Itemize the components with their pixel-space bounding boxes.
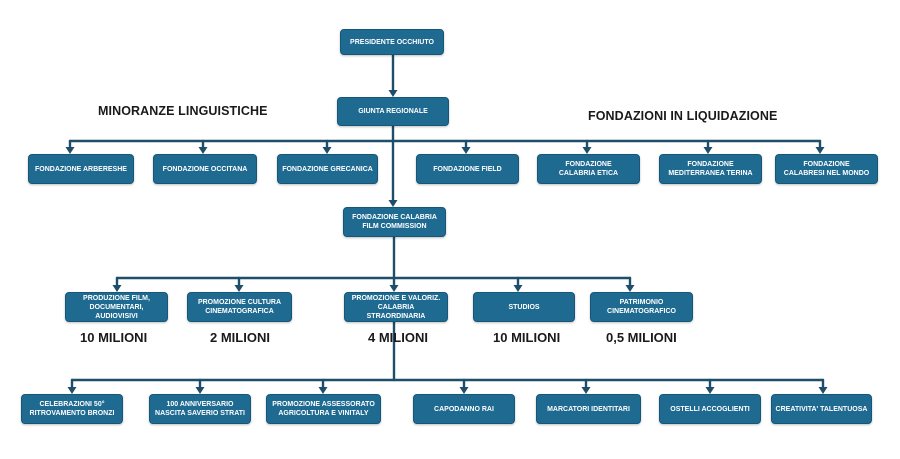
node-celebrazioni-bronzi[interactable]: CELEBRAZIONI 50° RITROVAMENTO BRONZI [21, 394, 123, 424]
amount-studios: 10 MILIONI [493, 330, 561, 345]
arrowhead-47 [818, 387, 828, 394]
amount-promozione-valoriz: 4 MILIONI [368, 330, 428, 345]
node-anniversario-strati[interactable]: 100 ANNIVERSARIO NASCITA SAVERIO STRATI [149, 394, 251, 424]
node-ostelli-accoglienti[interactable]: OSTELLI ACCOGLIENTI [659, 394, 761, 424]
node-fondazione-arbereshe[interactable]: FONDAZIONE ARBERESHE [28, 154, 134, 184]
arrowhead-39 [318, 387, 328, 394]
node-film-commission[interactable]: FONDAZIONE CALABRIA FILM COMMISSION [343, 207, 446, 237]
arrowhead-9 [322, 147, 332, 154]
node-capodanno-rai[interactable]: CAPODANNO RAI [413, 394, 515, 424]
node-fondazione-grecanica[interactable]: FONDAZIONE GRECANICA [277, 154, 378, 184]
arrowhead-31 [625, 285, 635, 292]
node-fondazione-occitana[interactable]: FONDAZIONE OCCITANA [153, 154, 257, 184]
amount-produzione-film: 10 MILIONI [80, 330, 148, 345]
arrowhead-13 [582, 147, 592, 154]
arrowhead-5 [65, 147, 75, 154]
node-creativita-talentuosa[interactable]: CREATIVITA' TALENTUOSA [771, 394, 872, 424]
node-produzione-film[interactable]: PRODUZIONE FILM, DOCUMENTARI, AUDIOVISIV… [65, 292, 168, 322]
node-fondazione-calabria-etica[interactable]: FONDAZIONE CALABRIA ETICA [537, 154, 640, 184]
node-presidente[interactable]: PRESIDENTE OCCHIUTO [340, 29, 444, 55]
arrowhead-41 [459, 387, 469, 394]
node-studios[interactable]: STUDIOS [473, 292, 575, 322]
arrowhead-29 [513, 285, 523, 292]
arrowhead-23 [112, 285, 122, 292]
node-promozione-valoriz[interactable]: PROMOZIONE E VALORIZ. CALABRIA STRAORDIN… [344, 292, 448, 322]
arrowhead-7 [198, 147, 208, 154]
arrowhead-35 [67, 387, 77, 394]
heading-fondazioni-in-liquidazione: FONDAZIONI IN LIQUIDAZIONE [588, 109, 778, 123]
node-promozione-cultura[interactable]: PROMOZIONE CULTURA CINEMATOGRAFICA [187, 292, 292, 322]
arrowhead-37 [195, 387, 205, 394]
arrowhead-17 [815, 147, 825, 154]
arrowhead-15 [703, 147, 713, 154]
amount-patrimonio: 0,5 MILIONI [606, 330, 677, 345]
arrowhead-43 [581, 387, 591, 394]
node-marcatori-identitari[interactable]: MARCATORI IDENTITARI [536, 394, 641, 424]
arrowhead-11 [461, 147, 471, 154]
node-giunta-regionale[interactable]: GIUNTA REGIONALE [337, 97, 449, 126]
arrowhead-25 [234, 285, 244, 292]
arrowhead-45 [705, 387, 715, 394]
heading-minoranze-linguistiche: MINORANZE LINGUISTICHE [98, 104, 268, 118]
arrowhead-19 [388, 200, 398, 207]
node-fondazione-calabresi-nel-mondo[interactable]: FONDAZIONE CALABRESI NEL MONDO [775, 154, 878, 184]
arrowhead-27 [389, 285, 399, 292]
node-fondazione-mediterranea-terina[interactable]: FONDAZIONE MEDITERRANEA TERINA [659, 154, 762, 184]
amount-promozione-cultura: 2 MILIONI [210, 330, 270, 345]
node-promozione-agricoltura[interactable]: PROMOZIONE ASSESSORATO AGRICOLTURA E VIN… [266, 394, 381, 424]
arrowhead-1 [388, 90, 398, 97]
node-fondazione-field[interactable]: FONDAZIONE FIELD [416, 154, 519, 184]
node-patrimonio-cinematografico[interactable]: PATRIMONIO CINEMATOGRAFICO [590, 292, 693, 322]
